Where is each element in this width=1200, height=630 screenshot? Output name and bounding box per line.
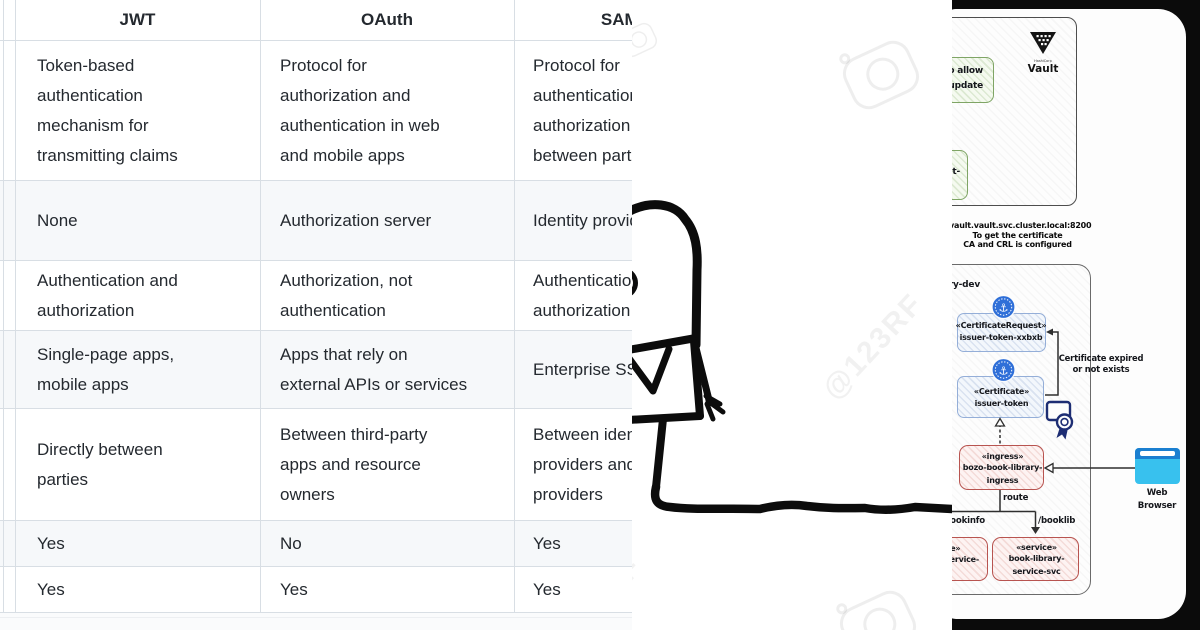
cell-saml-yes1: Yes bbox=[533, 533, 561, 553]
table-row: None Authorization server Identity provi… bbox=[0, 181, 632, 261]
table-row: Single-page apps, mobile apps Apps that … bbox=[0, 331, 632, 409]
cell-jwt-parties: Directly between parties bbox=[37, 439, 163, 489]
cell-jwt-yes2: Yes bbox=[37, 579, 65, 599]
cell-oauth-no: No bbox=[280, 533, 302, 553]
web-browser-label: Web Browser bbox=[1137, 488, 1177, 511]
certificate-request-box: «CertificateRequest» issuer-token-xxbxb bbox=[956, 313, 1047, 352]
certificate-request-name: issuer-token-xxbxb bbox=[959, 333, 1043, 342]
cert-condition-label: Certificate expired or not exists bbox=[1058, 353, 1144, 374]
certificate-stereotype: «Certificate» bbox=[973, 387, 1030, 396]
table-row: Yes No Yes bbox=[0, 521, 632, 567]
certificate-request-stereotype: «CertificateRequest» bbox=[955, 321, 1047, 330]
cell-jwt-purpose: Authentication and authorization bbox=[37, 270, 178, 320]
comparison-table: JWT OAuth SAML Token-based authenticatio… bbox=[0, 0, 632, 630]
cell-oauth-parties: Between third-party apps and resource ow… bbox=[280, 424, 428, 504]
watermark-fragment: F bbox=[632, 552, 647, 588]
vault-logo-name: Vault bbox=[1028, 63, 1059, 75]
cell-oauth-yes2: Yes bbox=[280, 579, 308, 599]
browser-address-bar bbox=[1140, 451, 1175, 456]
service-right-name: book-library- service-svc bbox=[1008, 554, 1065, 576]
table-border bbox=[3, 0, 4, 613]
stick-figure bbox=[632, 200, 952, 515]
cell-saml-server: Identity provider bbox=[533, 210, 632, 230]
cell-saml-yes2: Yes bbox=[533, 579, 561, 599]
table-row: Authentication and authorization Authori… bbox=[0, 261, 632, 331]
ingress-box: «ingress» bozo-book-library- ingress bbox=[959, 445, 1044, 490]
table-border bbox=[15, 0, 16, 613]
service-right-box: «service» book-library- service-svc bbox=[992, 537, 1079, 581]
ingress-stereotype: «ingress» bbox=[981, 452, 1024, 461]
cell-jwt-usecase: Single-page apps, mobile apps bbox=[37, 344, 175, 394]
column-header-jwt: JWT bbox=[119, 10, 156, 29]
service-left-stereotype: «service» bbox=[952, 544, 961, 553]
route-path-booklib: /booklib bbox=[1038, 516, 1076, 526]
table-border bbox=[514, 0, 515, 613]
cell-jwt-definition: Token-based authentication mechanism for… bbox=[37, 55, 178, 165]
cell-saml-definition: Protocol for authentication and authoriz… bbox=[533, 55, 632, 165]
service-left-name: book-info-service- svc bbox=[952, 555, 980, 564]
vault-policy-text: o allow update bbox=[952, 66, 983, 91]
cell-saml-purpose: Authentication and authorization bbox=[533, 270, 632, 320]
web-browser-icon bbox=[1135, 448, 1180, 484]
table-header-row: JWT OAuth SAML bbox=[0, 0, 632, 41]
namespace-label: bozo-book-library-dev bbox=[952, 280, 980, 290]
vault-policy-box: o allow update bbox=[952, 57, 994, 103]
service-right-stereotype: «service» bbox=[1016, 543, 1057, 552]
divider bbox=[0, 617, 632, 618]
cell-oauth-server: Authorization server bbox=[280, 210, 432, 230]
architecture-diagram: o allow update ot- HashiCorp Vault //vau… bbox=[952, 0, 1200, 630]
table-row: Token-based authentication mechanism for… bbox=[0, 41, 632, 181]
cell-jwt-yes1: Yes bbox=[37, 533, 65, 553]
table-row: Directly between parties Between third-p… bbox=[0, 409, 632, 521]
cell-saml-parties: Between identity providers and service p… bbox=[533, 424, 632, 504]
column-header-oauth: OAuth bbox=[361, 10, 413, 29]
route-path-bookinfo: /bookinfo bbox=[952, 516, 985, 526]
watermark-123rf-text: @123RF bbox=[816, 287, 930, 406]
cell-saml-usecase: Enterprise SSO bbox=[533, 359, 632, 379]
vault-token-box: ot- bbox=[952, 150, 968, 200]
table-footer-strip bbox=[0, 613, 632, 630]
vault-logo-brand: HashiCorp bbox=[1034, 59, 1051, 63]
table-border bbox=[260, 0, 261, 613]
vault-token-text: ot- bbox=[952, 167, 960, 177]
cell-oauth-purpose: Authorization, not authentication bbox=[280, 270, 413, 320]
vault-note: //vault.vault.svc.cluster.local:8200 To … bbox=[952, 221, 1092, 249]
cell-jwt-server: None bbox=[37, 210, 78, 230]
vault-logo: HashiCorp Vault bbox=[1028, 32, 1059, 75]
ingress-name: bozo-book-library- ingress bbox=[962, 463, 1043, 485]
certificate-box: «Certificate» issuer-token bbox=[957, 376, 1044, 418]
route-label: route bbox=[1003, 493, 1029, 503]
certificate-name: issuer-token bbox=[974, 399, 1029, 408]
cartoon-stock-image: @123RF F bbox=[632, 0, 952, 630]
vault-panel bbox=[952, 17, 1077, 206]
cell-oauth-definition: Protocol for authorization and authentic… bbox=[280, 55, 440, 165]
column-header-saml: SAML bbox=[600, 10, 632, 29]
cartoon-figure-drawing: @123RF F bbox=[632, 16, 952, 630]
cell-oauth-usecase: Apps that rely on external APIs or servi… bbox=[280, 344, 468, 394]
table-row: Yes Yes Yes bbox=[0, 567, 632, 613]
service-left-box: «service» book-info-service- svc bbox=[952, 537, 988, 581]
